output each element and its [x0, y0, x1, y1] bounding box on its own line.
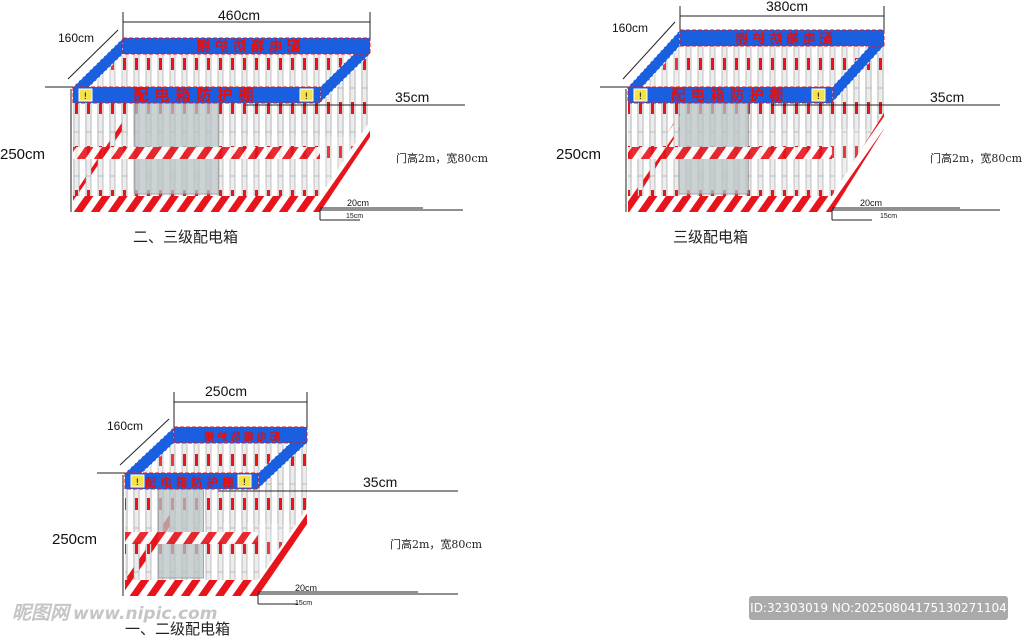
- mid-stripe-rail: [73, 147, 320, 159]
- door-note: 门高2m，宽80cm: [930, 151, 1023, 165]
- depth-dimension-line: [67, 29, 119, 80]
- back-sign-band: [173, 426, 308, 444]
- front-sign-band: [72, 86, 321, 104]
- depth-label: 160cm: [612, 21, 648, 35]
- depth-label: 160cm: [58, 31, 94, 45]
- back-sign-text-mirrored: 配电箱防护棚: [201, 430, 280, 443]
- front-sign-band: [627, 86, 833, 104]
- front-sign-band: [124, 472, 259, 490]
- warning-icon: !: [136, 478, 140, 488]
- side-base-stripe: [320, 121, 370, 212]
- sign-text: 配电箱防护棚: [145, 475, 237, 489]
- sign-text: 配电箱防护棚: [671, 87, 789, 104]
- caption: 一、二级配电箱: [125, 620, 230, 636]
- mid-stripe-rail: [125, 532, 258, 545]
- side-base-stripe: [832, 113, 884, 212]
- depth-dimension-line: [622, 21, 676, 80]
- warning-icon: [237, 474, 252, 488]
- mid-stripe-rail: [628, 147, 832, 159]
- caption: 二、三级配电箱: [133, 228, 238, 246]
- band-label: 35cm: [395, 89, 429, 105]
- depth-dimension-line: [119, 418, 170, 466]
- door-note: 门高2m，宽80cm: [396, 151, 489, 165]
- gap-label: 15cm: [346, 213, 363, 220]
- back-sign-text-mirrored: 配电箱防护棚: [732, 31, 833, 46]
- warning-icon: !: [817, 92, 821, 102]
- gap-label: 15cm: [880, 213, 897, 220]
- width-label: 380cm: [766, 0, 808, 14]
- warning-icon: !: [243, 478, 247, 488]
- base-label: 20cm: [295, 583, 317, 593]
- warning-icon: [633, 88, 648, 102]
- watermark-logo: 昵图网: [12, 602, 70, 624]
- base-stripe: [628, 196, 832, 212]
- base-label: 20cm: [860, 198, 882, 208]
- caption: 三级配电箱: [673, 228, 748, 246]
- watermark-url: www.nipic.com: [73, 604, 218, 624]
- band-label: 35cm: [930, 89, 964, 105]
- warning-icon: !: [305, 92, 309, 102]
- door-note: 门高2m，宽80cm: [390, 537, 483, 551]
- width-label: 250cm: [205, 383, 247, 399]
- warning-icon: !: [639, 92, 643, 102]
- warning-icon: !: [84, 92, 88, 102]
- back-sign-text-mirrored: 配电箱防护棚: [193, 38, 301, 55]
- back-sign-band: [679, 29, 885, 47]
- warning-icon: [130, 474, 145, 488]
- warning-icon: [78, 88, 93, 102]
- depth-label: 160cm: [107, 419, 143, 433]
- warning-icon: [299, 88, 314, 102]
- gap-label: 15cm: [295, 600, 312, 607]
- height-label: 250cm: [0, 146, 45, 163]
- height-label: 250cm: [556, 146, 601, 163]
- height-label: 250cm: [52, 531, 97, 548]
- warning-icon: [811, 88, 826, 102]
- base-label: 20cm: [347, 198, 369, 208]
- image-id-bar: ID:32303019 NO:20250804175130271104: [749, 596, 1008, 620]
- side-base-stripe: [258, 508, 307, 596]
- base-stripe: [73, 196, 320, 212]
- width-label: 460cm: [218, 7, 260, 23]
- band-label: 35cm: [363, 474, 397, 490]
- sign-text: 配电箱防护棚: [133, 86, 259, 104]
- back-sign-band: [122, 37, 371, 55]
- base-stripe: [125, 580, 258, 596]
